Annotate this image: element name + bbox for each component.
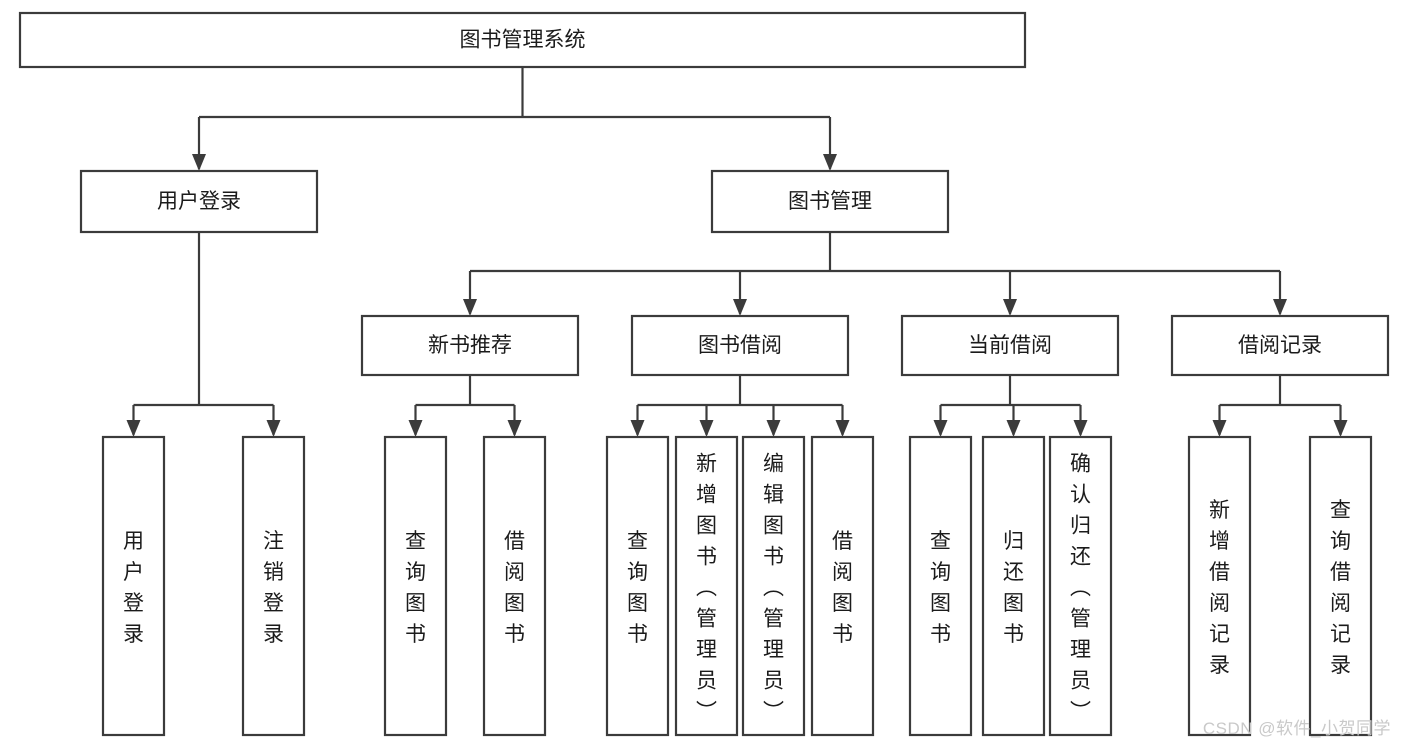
- leaf-用户登录-0-box: [101, 435, 166, 737]
- leaf-注销登录-1-box: [241, 435, 306, 737]
- arrow-head-icon: [1003, 299, 1017, 316]
- connector-layer: [126, 67, 1348, 437]
- leaf-查询图书-4-label: 查询图书: [627, 530, 648, 646]
- node-图书管理-label: 图书管理: [788, 190, 872, 213]
- node-图书管理系统-label: 图书管理系统: [460, 29, 586, 52]
- arrow-head-icon: [630, 420, 645, 437]
- node-借阅记录-box: [1170, 314, 1390, 377]
- node-图书管理系统[interactable]: 图书管理系统: [18, 11, 1027, 69]
- arrow-head-icon: [699, 420, 714, 437]
- leaf-新增图书管理员-5-box: [674, 435, 739, 737]
- leaf-用户登录-0[interactable]: 用户登录: [101, 435, 166, 737]
- leaf-用户登录-0-label: 用户登录: [123, 530, 144, 646]
- leaf-新增借阅记录-11-label: 新增借阅记录: [1209, 499, 1230, 677]
- leaf-借阅图书-3-box: [482, 435, 547, 737]
- leaf-新增图书管理员-5[interactable]: 新增图书︵管理员︶: [674, 435, 739, 737]
- leaf-归还图书-9[interactable]: 归还图书: [981, 435, 1046, 737]
- leaf-归还图书-9-label: 归还图书: [1003, 530, 1024, 646]
- node-layer: 图书管理系统用户登录图书管理新书推荐图书借阅当前借阅借阅记录用户登录注销登录查询…: [18, 11, 1390, 737]
- leaf-查询图书-8-label: 查询图书: [930, 530, 951, 646]
- leaf-查询借阅记录-12-box: [1308, 435, 1373, 737]
- leaf-查询图书-2[interactable]: 查询图书: [383, 435, 448, 737]
- leaf-编辑图书管理员-6-label: 编辑图书︵管理员︶: [763, 453, 784, 724]
- watermark: CSDN @软件_小贺同学: [1202, 719, 1391, 738]
- node-当前借阅-box: [900, 314, 1120, 377]
- node-图书管理[interactable]: 图书管理: [710, 169, 950, 234]
- arrow-head-icon: [766, 420, 781, 437]
- arrow-head-icon: [463, 299, 477, 316]
- node-图书借阅[interactable]: 图书借阅: [630, 314, 850, 377]
- node-图书借阅-label: 图书借阅: [698, 334, 782, 357]
- leaf-确认归还管理员-10-label: 确认归还︵管理员︶: [1070, 453, 1091, 724]
- leaf-借阅图书-7[interactable]: 借阅图书: [810, 435, 875, 737]
- node-新书推荐[interactable]: 新书推荐: [360, 314, 580, 377]
- leaf-查询图书-4[interactable]: 查询图书: [605, 435, 670, 737]
- node-用户登录-box: [79, 169, 319, 234]
- arrow-head-icon: [192, 154, 206, 171]
- leaf-借阅图书-3-label: 借阅图书: [504, 530, 525, 646]
- leaf-新增借阅记录-11-box: [1187, 435, 1252, 737]
- node-图书管理-box: [710, 169, 950, 234]
- leaf-注销登录-1[interactable]: 注销登录: [241, 435, 306, 737]
- leaf-确认归还管理员-10[interactable]: 确认归还︵管理员︶: [1048, 435, 1113, 737]
- leaf-借阅图书-7-label: 借阅图书: [832, 530, 853, 646]
- node-新书推荐-box: [360, 314, 580, 377]
- leaf-归还图书-9-box: [981, 435, 1046, 737]
- arrow-head-icon: [1333, 420, 1348, 437]
- arrow-head-icon: [1006, 420, 1021, 437]
- node-图书管理系统-box: [18, 11, 1027, 69]
- node-用户登录[interactable]: 用户登录: [79, 169, 319, 234]
- leaf-查询图书-8-box: [908, 435, 973, 737]
- arrow-head-icon: [408, 420, 423, 437]
- leaf-查询借阅记录-12[interactable]: 查询借阅记录: [1308, 435, 1373, 737]
- leaf-新增借阅记录-11[interactable]: 新增借阅记录: [1187, 435, 1252, 737]
- leaf-编辑图书管理员-6-box: [741, 435, 806, 737]
- node-借阅记录-label: 借阅记录: [1238, 334, 1322, 357]
- arrow-head-icon: [126, 420, 141, 437]
- arrow-head-icon: [1212, 420, 1227, 437]
- node-用户登录-label: 用户登录: [157, 190, 241, 213]
- leaf-查询图书-2-label: 查询图书: [405, 530, 426, 646]
- node-当前借阅[interactable]: 当前借阅: [900, 314, 1120, 377]
- node-图书借阅-box: [630, 314, 850, 377]
- leaf-查询图书-8[interactable]: 查询图书: [908, 435, 973, 737]
- arrow-head-icon: [823, 154, 837, 171]
- leaf-借阅图书-3[interactable]: 借阅图书: [482, 435, 547, 737]
- node-当前借阅-label: 当前借阅: [968, 334, 1052, 357]
- leaf-注销登录-1-label: 注销登录: [263, 530, 284, 646]
- arrow-head-icon: [266, 420, 281, 437]
- arrow-head-icon: [733, 299, 747, 316]
- arrow-head-icon: [933, 420, 948, 437]
- leaf-查询图书-2-box: [383, 435, 448, 737]
- arrow-head-icon: [507, 420, 522, 437]
- leaf-新增图书管理员-5-label: 新增图书︵管理员︶: [696, 453, 717, 724]
- leaf-查询图书-4-box: [605, 435, 670, 737]
- arrow-head-icon: [835, 420, 850, 437]
- leaf-确认归还管理员-10-box: [1048, 435, 1113, 737]
- leaf-查询借阅记录-12-label: 查询借阅记录: [1330, 499, 1351, 677]
- leaf-编辑图书管理员-6[interactable]: 编辑图书︵管理员︶: [741, 435, 806, 737]
- leaf-借阅图书-7-box: [810, 435, 875, 737]
- node-新书推荐-label: 新书推荐: [428, 334, 512, 357]
- arrow-head-icon: [1273, 299, 1287, 316]
- node-借阅记录[interactable]: 借阅记录: [1170, 314, 1390, 377]
- arrow-head-icon: [1073, 420, 1088, 437]
